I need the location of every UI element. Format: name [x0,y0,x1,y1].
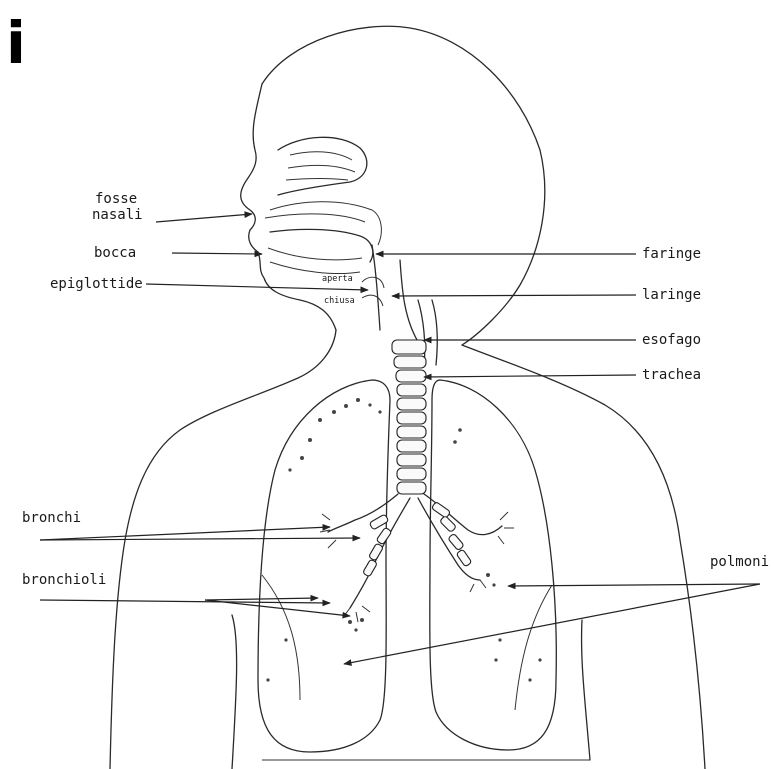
arrow-laringe [392,295,636,296]
label-chiusa: chiusa [324,296,355,306]
trachea [392,340,426,494]
nasal-cavity [265,137,381,245]
arrow-bronchioli-2 [205,598,318,600]
arrow-polmoni-1 [508,584,760,586]
label-aperta: aperta [322,274,353,284]
esophagus [418,300,437,365]
label-nasali: nasali [92,207,143,223]
label-bocca: bocca [94,245,136,261]
label-bronchi: bronchi [22,510,81,526]
arrow-fosse-nasali [156,214,252,222]
label-bronchioli: bronchioli [22,572,106,588]
label-esofago: esofago [642,332,701,348]
diaphragm-line [262,575,552,710]
arrow-polmoni-2 [344,584,760,664]
labels: fosse nasali bocca epiglottide aperta ch… [22,191,769,588]
arrow-bronchioli-1 [40,600,330,603]
bronchi-tree [320,494,514,622]
label-polmoni: polmoni [710,554,769,570]
mouth-cavity [268,229,373,273]
arrow-trachea [424,375,636,377]
right-lung [430,380,557,750]
label-trachea: trachea [642,367,701,383]
arrow-epiglottide [146,284,368,290]
annotation-arrows [40,214,760,664]
label-faringe: faringe [642,246,701,262]
arrow-bocca [172,253,262,254]
label-laringe: laringe [642,287,701,303]
label-epiglottide: epiglottide [50,276,143,292]
label-fosse: fosse [95,191,137,207]
